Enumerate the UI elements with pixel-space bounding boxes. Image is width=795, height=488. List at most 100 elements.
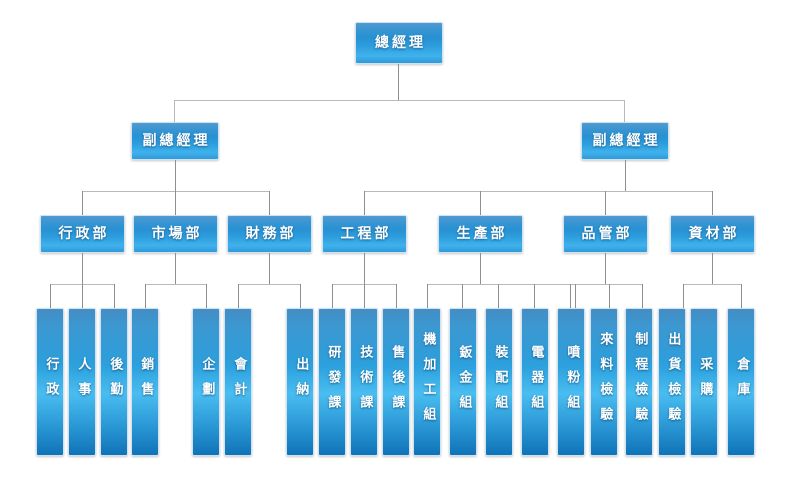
connector-drop-team-7 — [332, 284, 333, 308]
node-team-sales[interactable]: 銷售 — [131, 308, 159, 456]
node-label: 噴粉組 — [564, 344, 580, 420]
node-dept-administration[interactable]: 行政部 — [40, 215, 125, 253]
node-team-sheet-metal[interactable]: 鈑金組 — [449, 308, 477, 456]
node-team-logistics[interactable]: 後勤 — [100, 308, 128, 456]
connector-drop-team-8 — [364, 284, 365, 308]
node-label: 機加工組 — [420, 332, 436, 432]
connector-drop-vp-1 — [174, 100, 175, 122]
connector-drop-team-9 — [396, 284, 397, 308]
node-team-personnel[interactable]: 人事 — [68, 308, 96, 456]
connector-root-stem — [398, 64, 399, 100]
connector-production-bus — [427, 284, 586, 285]
node-label: 研發課 — [325, 344, 341, 420]
node-label: 工程部 — [340, 226, 392, 242]
node-label: 售後課 — [389, 344, 405, 420]
connector-materials-stem — [712, 253, 713, 284]
node-label: 制程檢驗 — [632, 332, 648, 432]
node-team-assembly[interactable]: 裝配組 — [485, 308, 513, 456]
node-team-purchasing[interactable]: 采購 — [690, 308, 718, 456]
connector-drop-team-13 — [534, 284, 535, 308]
node-label: 裝配組 — [492, 344, 508, 420]
node-label: 副總經理 — [592, 133, 661, 149]
node-label: 生產部 — [456, 226, 508, 242]
connector-engineering-stem — [364, 253, 365, 284]
connector-drop-team-3 — [145, 284, 146, 308]
node-dept-materials[interactable]: 資材部 — [670, 215, 755, 253]
node-team-rnd[interactable]: 研發課 — [318, 308, 346, 456]
node-label: 采購 — [697, 357, 713, 407]
connector-drop-team-1 — [82, 284, 83, 308]
node-label: 技術課 — [357, 344, 373, 420]
node-label: 資材部 — [688, 226, 740, 242]
connector-drop-team-0 — [50, 284, 51, 308]
node-team-technology[interactable]: 技術課 — [350, 308, 378, 456]
node-label: 後勤 — [107, 357, 123, 407]
node-label: 品管部 — [581, 226, 633, 242]
connector-vp2-stem — [625, 160, 626, 191]
connector-drop-team-16 — [609, 284, 610, 308]
connector-drop-dept-quality — [605, 191, 606, 215]
connector-drop-team-10 — [427, 284, 428, 308]
connector-vp1-stem — [175, 160, 176, 191]
node-label: 財務部 — [245, 226, 297, 242]
node-team-powder-coating[interactable]: 噴粉組 — [557, 308, 585, 456]
node-label: 出納 — [293, 357, 309, 407]
node-label: 人事 — [75, 357, 91, 407]
connector-marketing-bus — [145, 284, 206, 285]
node-team-planning[interactable]: 企劃 — [192, 308, 220, 456]
node-label: 銷售 — [138, 357, 154, 407]
connector-drop-dept-finance — [269, 191, 270, 215]
connector-drop-team-15 — [575, 284, 576, 308]
connector-drop-team-18 — [683, 284, 684, 308]
node-label: 會計 — [231, 357, 247, 407]
node-label: 企劃 — [199, 357, 215, 407]
node-label: 電器組 — [528, 344, 544, 420]
connector-quality-stem — [605, 253, 606, 284]
connector-drop-team-4 — [206, 284, 207, 308]
connector-finance-bus — [238, 284, 300, 285]
node-label: 副總經理 — [142, 133, 211, 149]
node-general-manager[interactable]: 總經理 — [355, 22, 443, 64]
node-team-accounting[interactable]: 會計 — [224, 308, 252, 456]
node-vp-2[interactable]: 副總經理 — [581, 122, 669, 160]
connector-drop-team-11 — [462, 284, 463, 308]
node-team-after-sales[interactable]: 售後課 — [382, 308, 410, 456]
connector-drop-dept-market — [175, 191, 176, 215]
node-team-warehouse[interactable]: 倉庫 — [727, 308, 755, 456]
node-label: 市場部 — [151, 226, 203, 242]
connector-drop-team-6 — [300, 284, 301, 308]
connector-drop-team-5 — [238, 284, 239, 308]
node-label: 出貨檢驗 — [665, 332, 681, 432]
node-vp-1[interactable]: 副總經理 — [131, 122, 219, 160]
node-dept-production[interactable]: 生產部 — [438, 215, 523, 253]
connector-quality-bus — [575, 284, 642, 285]
connector-root-bus — [174, 100, 624, 101]
node-label: 行政部 — [58, 226, 110, 242]
connector-drop-team-2 — [114, 284, 115, 308]
connector-drop-dept-admin — [82, 191, 83, 215]
node-label: 行政 — [43, 357, 59, 407]
connector-drop-dept-production — [480, 191, 481, 215]
connector-marketing-stem — [175, 253, 176, 284]
connector-materials-bus — [683, 284, 741, 285]
node-team-incoming-inspection[interactable]: 來料檢驗 — [590, 308, 618, 456]
node-team-administration[interactable]: 行政 — [36, 308, 64, 456]
connector-finance-stem — [269, 253, 270, 284]
node-team-cashier[interactable]: 出納 — [286, 308, 314, 456]
connector-drop-vp-2 — [624, 100, 625, 122]
node-team-process-inspection[interactable]: 制程檢驗 — [625, 308, 653, 456]
node-dept-marketing[interactable]: 市場部 — [133, 215, 218, 253]
node-dept-finance[interactable]: 財務部 — [227, 215, 312, 253]
connector-drop-team-19 — [741, 284, 742, 308]
connector-drop-dept-materials — [712, 191, 713, 215]
node-team-machining[interactable]: 機加工組 — [413, 308, 441, 456]
node-team-electrical[interactable]: 電器組 — [521, 308, 549, 456]
node-dept-engineering[interactable]: 工程部 — [322, 215, 407, 253]
node-dept-quality-control[interactable]: 品管部 — [563, 215, 648, 253]
connector-drop-dept-engineering — [364, 191, 365, 215]
node-label: 總經理 — [375, 35, 426, 51]
node-team-outgoing-inspection[interactable]: 出貨檢驗 — [658, 308, 686, 456]
node-label: 倉庫 — [734, 357, 750, 407]
connector-drop-team-12 — [498, 284, 499, 308]
